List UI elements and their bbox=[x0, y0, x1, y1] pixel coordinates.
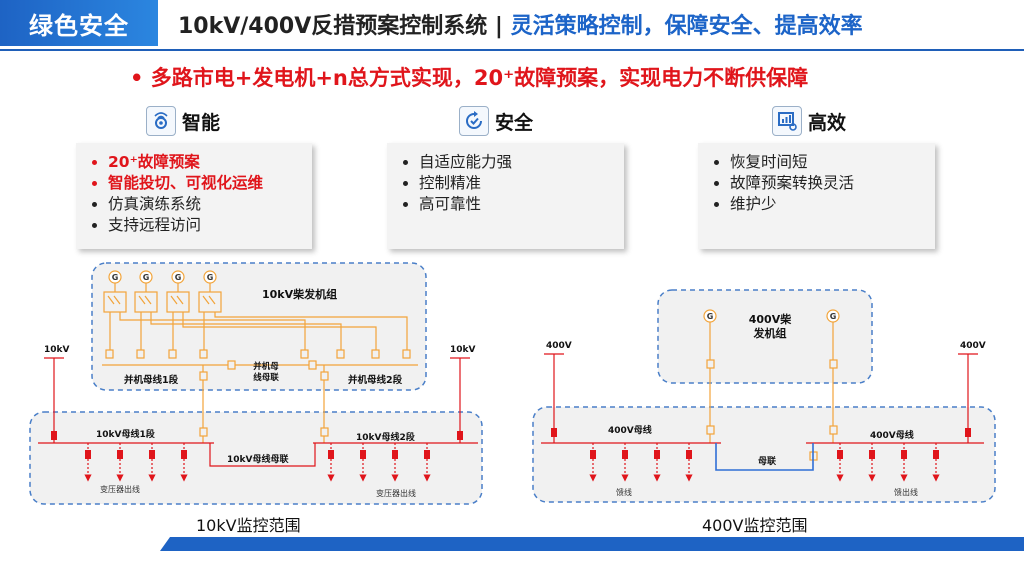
par-bus-tie-label: 并机母 bbox=[253, 361, 279, 372]
bus-tie-label: 10kV母线母联 bbox=[227, 453, 289, 465]
smart-gear-icon bbox=[146, 106, 176, 136]
headline: • 多路市电+发电机+n总方式实现，20⁺故障预案，实现电力不断供保障 bbox=[130, 66, 809, 90]
bus-tie-label: 母联 bbox=[758, 455, 777, 467]
list-item: 自适应能力强 bbox=[419, 152, 624, 173]
list-item: 智能投切、可视化运维 bbox=[108, 173, 312, 194]
par-bus-1-label: 并机母线1段 bbox=[124, 374, 179, 386]
list-item: 故障预案转换灵活 bbox=[730, 173, 935, 194]
header-divider bbox=[0, 49, 1024, 51]
par-bus-2-label: 并机母线2段 bbox=[348, 374, 403, 386]
bus-2-label: 10kV母线2段 bbox=[356, 431, 416, 443]
gen-group-label: 400V柴 bbox=[749, 312, 792, 326]
diagram-10kv: G G G G 10kV柴发机组 并机母线1段 并机母 线母联 并机母线2段 1… bbox=[29, 262, 483, 505]
efficiency-screen-icon bbox=[772, 106, 802, 136]
list-item: 恢复时间短 bbox=[730, 152, 935, 173]
list-item: 维护少 bbox=[730, 194, 935, 215]
bus-right-label: 400V母线 bbox=[870, 429, 914, 441]
gen-group-label: 发机组 bbox=[753, 326, 787, 340]
source-right-label: 10kV bbox=[450, 345, 476, 355]
card-title-safety: 安全 bbox=[459, 106, 533, 136]
caption-10kv: 10kV监控范围 bbox=[196, 516, 301, 535]
source-left-label: 400V bbox=[546, 341, 572, 351]
generator-symbol: G bbox=[207, 273, 214, 282]
generator-symbol: G bbox=[830, 312, 837, 321]
title-accent: 灵活策略控制，保障安全、提高效率 bbox=[510, 14, 863, 39]
outlet-right-label: 馈出线 bbox=[894, 487, 918, 497]
diagram-400v: G G 400V柴 发机组 400V 400V 400V母线 400V母线 母联 bbox=[532, 289, 996, 503]
card-title-smart: 智能 bbox=[146, 106, 220, 136]
card-smart: 20⁺故障预案 智能投切、可视化运维 仿真演练系统 支持远程访问 bbox=[76, 143, 312, 249]
generator-symbol: G bbox=[707, 312, 714, 321]
outlet-left-label: 变压器出线 bbox=[100, 484, 140, 494]
list-item: 仿真演练系统 bbox=[108, 194, 312, 215]
list-item: 支持远程访问 bbox=[108, 215, 312, 236]
gen-group-label: 10kV柴发机组 bbox=[262, 287, 337, 301]
title-main: 10kV/400V反措预案控制系统 | bbox=[178, 14, 511, 39]
generator-symbol: G bbox=[175, 273, 182, 282]
page-title: 10kV/400V反措预案控制系统 | 灵活策略控制，保障安全、提高效率 bbox=[178, 8, 863, 40]
source-right-label: 400V bbox=[960, 341, 986, 351]
card-title-label: 安全 bbox=[495, 111, 534, 134]
header-tag: 绿色安全 bbox=[0, 0, 158, 46]
outlet-right-label: 变压器出线 bbox=[376, 488, 416, 498]
card-title-label: 高效 bbox=[808, 111, 847, 134]
bus-left-label: 400V母线 bbox=[608, 424, 652, 436]
bus-frame-10kv bbox=[29, 411, 483, 505]
generator-symbol: G bbox=[112, 273, 119, 282]
footer-bar bbox=[160, 537, 1024, 551]
card-efficiency: 恢复时间短 故障预案转换灵活 维护少 bbox=[698, 143, 935, 249]
card-safety: 自适应能力强 控制精准 高可靠性 bbox=[387, 143, 624, 249]
source-left-label: 10kV bbox=[44, 345, 70, 355]
safety-clock-icon bbox=[459, 106, 489, 136]
card-title-label: 智能 bbox=[182, 111, 221, 134]
card-title-efficiency: 高效 bbox=[772, 106, 846, 136]
list-item: 20⁺故障预案 bbox=[108, 152, 312, 173]
list-item: 高可靠性 bbox=[419, 194, 624, 215]
generator-symbol: G bbox=[143, 273, 150, 282]
caption-400v: 400V监控范围 bbox=[702, 516, 808, 535]
par-bus-tie-label: 线母联 bbox=[253, 372, 279, 383]
outlet-left-label: 馈线 bbox=[616, 487, 632, 497]
list-item: 控制精准 bbox=[419, 173, 624, 194]
bus-1-label: 10kV母线1段 bbox=[96, 428, 156, 440]
bus-frame-400v bbox=[532, 406, 996, 503]
